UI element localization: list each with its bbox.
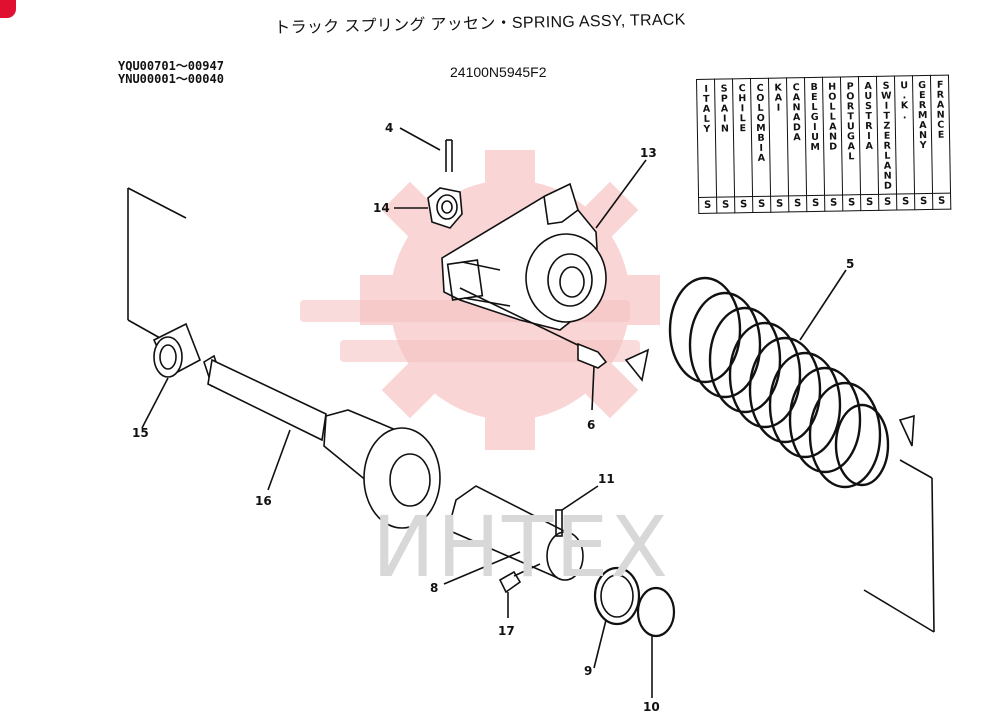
serial-range-1: YQU00701〜00947 (118, 59, 224, 73)
country-code-cell: S (716, 196, 735, 214)
part-8-pin (443, 485, 584, 585)
callout-14: 14 (373, 201, 390, 215)
callout-16: 16 (255, 494, 272, 508)
country-code-cell: S (752, 196, 771, 213)
watermark-text: ИНТЕХ (372, 498, 670, 596)
country-header: SPAIN (718, 83, 731, 134)
country-applicability-table: ITALY SPAIN CHILE COLOMBIA KAI CANADA BE… (696, 75, 951, 214)
part-10-snap-ring (636, 586, 676, 698)
part-number: 24100N5945F2 (450, 64, 547, 80)
part-16-rod (203, 354, 441, 529)
country-code-cell: S (914, 193, 933, 210)
assembly-line-right (899, 459, 933, 479)
callout-13: 13 (640, 146, 657, 160)
country-header: ITALY (700, 83, 713, 134)
callout-5: 5 (846, 257, 855, 271)
country-header: GERMANY (916, 79, 929, 151)
part-14-nut (394, 187, 463, 229)
assembly-line-left (127, 187, 187, 219)
part-15-collar (141, 322, 202, 429)
callout-17: 17 (498, 624, 515, 638)
callout-9: 9 (584, 664, 593, 678)
country-header: COLOMBIA (754, 82, 767, 163)
callout-15: 15 (132, 426, 149, 440)
country-header: FRANCE (934, 79, 947, 140)
part-5-spring (624, 269, 915, 489)
country-code-cell: S (698, 197, 717, 214)
country-code-cell: S (788, 195, 807, 212)
part-4-stud (399, 127, 453, 172)
country-header: CANADA (790, 82, 803, 143)
country-code-cell: S (734, 196, 753, 213)
callout-8: 8 (430, 581, 439, 595)
country-header: SWITZERLAND (880, 80, 894, 191)
serial-range-2: YNU00001〜00040 (118, 72, 224, 86)
part-13-bracket (441, 159, 647, 331)
country-header: BELGIUM (808, 81, 821, 153)
country-header: HOLLAND (826, 81, 839, 152)
part-9-ring (593, 566, 641, 669)
country-code-cell: S (878, 194, 897, 211)
country-code-cell: S (896, 193, 915, 211)
country-header: KAI (772, 82, 785, 113)
callout-4: 4 (385, 121, 394, 135)
country-code-cell: S (932, 193, 951, 210)
callout-6: 6 (587, 418, 596, 432)
country-code-cell: S (824, 194, 843, 212)
part-11-pin (555, 485, 599, 537)
callout-11: 11 (598, 472, 615, 486)
callout-10: 10 (643, 700, 660, 714)
part-17-fitting (498, 563, 541, 618)
country-code-cell: S (770, 195, 789, 213)
country-code-cell: S (860, 194, 879, 211)
part-6-bolt (459, 287, 608, 411)
country-header: PORTUGAL (844, 81, 857, 162)
country-code-cell: S (842, 194, 861, 211)
country-code-cell: S (806, 195, 825, 212)
corner-logo-icon (0, 0, 16, 18)
country-header: CHILE (736, 83, 749, 134)
country-header: AUSTRIA (862, 80, 875, 152)
country-header: U.K. (898, 80, 911, 121)
